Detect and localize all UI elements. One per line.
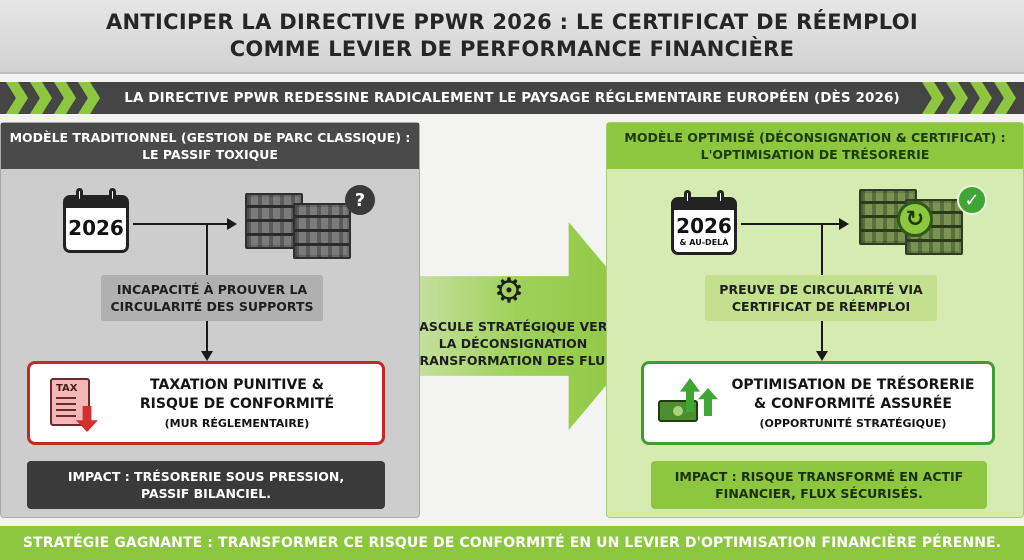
money-growth-icon bbox=[658, 378, 718, 428]
gear-icon: ⚙ bbox=[493, 271, 525, 311]
punitive-tax-result: TAX TAXATION PUNITIVE & RISQUE DE CONFOR… bbox=[27, 361, 385, 445]
question-icon: ? bbox=[345, 185, 375, 215]
tax-document-icon: TAX bbox=[50, 378, 98, 432]
strategy-footer: STRATÉGIE GAGNANTE : TRANSFORMER CE RISQ… bbox=[0, 526, 1024, 560]
recycle-icon: ↻ bbox=[897, 201, 933, 237]
traditional-impact: IMPACT : TRÉSORERIE SOUS PRESSION, PASSI… bbox=[27, 461, 385, 509]
optimized-model-title: MODÈLE OPTIMISÉ (DÉCONSIGNATION & CERTIF… bbox=[607, 123, 1023, 169]
traditional-model-title: MODÈLE TRADITIONNEL (GESTION DE PARC CLA… bbox=[1, 123, 419, 169]
page-title: ANTICIPER LA DIRECTIVE PPWR 2026 : LE CE… bbox=[0, 0, 1024, 74]
optimized-impact: IMPACT : RISQUE TRANSFORMÉ EN ACTIF FINA… bbox=[651, 461, 987, 509]
transition-text: BASCULE STRATÉGIQUE VERS LA DÉCONSIGNATI… bbox=[405, 319, 621, 368]
connector-line bbox=[821, 321, 823, 355]
arrow-right-icon bbox=[839, 218, 849, 230]
connector-line bbox=[741, 223, 841, 225]
calendar-icon: 2026 & AU-DELÀ bbox=[671, 190, 737, 255]
optimized-model-panel: MODÈLE OPTIMISÉ (DÉCONSIGNATION & CERTIF… bbox=[606, 122, 1024, 518]
regulation-banner: LA DIRECTIVE PPWR REDESSINE RADICALEMENT… bbox=[0, 82, 1024, 114]
circularity-failure-step: INCAPACITÉ À PROUVER LA CIRCULARITÉ DES … bbox=[101, 275, 323, 321]
connector-line bbox=[206, 321, 208, 355]
check-icon: ✓ bbox=[957, 185, 987, 215]
calendar-icon: 2026 bbox=[63, 188, 129, 253]
calendar-year: 2026 bbox=[676, 213, 732, 238]
connector-line bbox=[206, 223, 208, 275]
arrow-down-icon bbox=[201, 351, 213, 361]
banner-text: LA DIRECTIVE PPWR REDESSINE RADICALEMENT… bbox=[124, 90, 900, 106]
calendar-year: 2026 bbox=[68, 216, 124, 240]
connector-line bbox=[821, 223, 823, 275]
calendar-subtext: & AU-DELÀ bbox=[679, 237, 729, 247]
banner-chevrons-right bbox=[922, 82, 1018, 114]
banner-chevrons-left bbox=[6, 82, 102, 114]
arrow-right-icon bbox=[227, 218, 237, 230]
footer-text: STRATÉGIE GAGNANTE : TRANSFORMER CE RISQ… bbox=[22, 535, 1002, 551]
title-line-1: ANTICIPER LA DIRECTIVE PPWR 2026 : LE CE… bbox=[106, 10, 918, 34]
title-line-2: COMME LEVIER DE PERFORMANCE FINANCIÈRE bbox=[229, 37, 795, 61]
treasury-optimization-result: OPTIMISATION DE TRÉSORERIE & CONFORMITÉ … bbox=[641, 361, 995, 445]
circularity-proof-step: PREUVE DE CIRCULARITÉ VIA CERTIFICAT DE … bbox=[705, 275, 937, 321]
traditional-model-panel: MODÈLE TRADITIONNEL (GESTION DE PARC CLA… bbox=[0, 122, 420, 518]
arrow-down-icon bbox=[816, 351, 828, 361]
connector-line bbox=[133, 223, 229, 225]
